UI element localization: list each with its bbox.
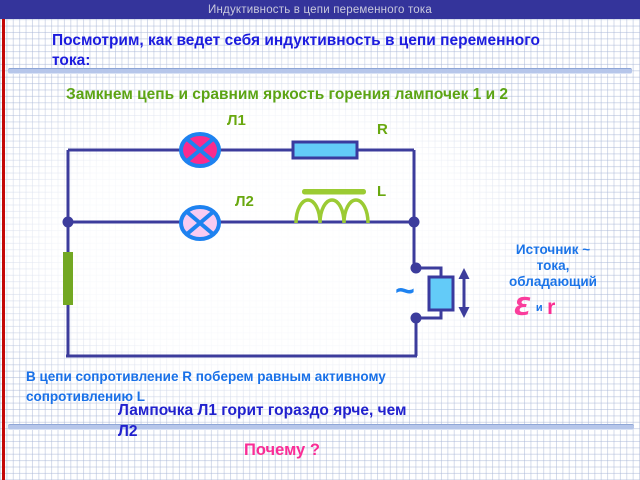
emf-formula: Ɛ и r [514,292,555,321]
emf-and: и [535,302,543,314]
source-caption-line: обладающий [509,273,597,289]
source-caption-line: Источник ~ [515,242,591,257]
inductor-label: L [377,183,387,200]
source-caption-line: тока, [536,257,570,273]
title-bar: Индуктивность в цепи переменного тока [0,0,640,19]
slide-subheading: Замкнем цепь и сравним яркость горения л… [66,86,509,103]
divider-top [8,68,632,74]
note-brightness-line2: Л2 [118,422,138,440]
source-caption: Источник ~ тока, обладающий [470,242,636,290]
lamp1-label: Л1 [227,112,246,129]
emf-r: r [547,296,556,319]
resistor-label: R [377,121,388,138]
title-bar-text: Индуктивность в цепи переменного тока [208,3,432,16]
left-accent-line [2,19,5,480]
note-brightness-line1: Лампочка Л1 горит гораздо ярче, чем [118,402,407,419]
emf-epsilon: Ɛ [514,292,532,321]
question-text: Почему ? [244,441,320,459]
note-resistance: В цепи сопротивление R поберем равным ак… [26,367,456,406]
note-resistance-line1: В цепи сопротивление R поберем равным ак… [26,369,386,384]
note-resistance-line2: сопротивлению L [26,388,145,404]
note-brightness: Лампочка Л1 горит гораздо ярче, чем Л2 [118,401,538,443]
divider-bottom [8,424,634,430]
slide-heading: Посмотрим, как ведет себя индуктивность … [52,32,540,70]
lamp2-label: Л2 [235,193,254,210]
